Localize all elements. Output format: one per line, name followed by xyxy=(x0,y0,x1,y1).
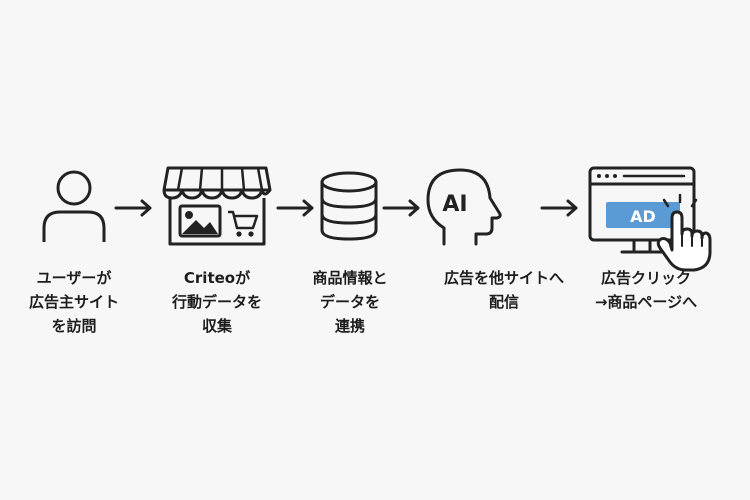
storefront-icon xyxy=(162,166,272,246)
arrow-right-icon xyxy=(540,199,578,217)
cart-icon xyxy=(228,210,259,237)
step-4-label: 広告を他サイトへ 配信 xyxy=(443,269,564,311)
step-2-label: Criteoが 行動データを 収集 xyxy=(171,269,262,335)
ad-text: AD xyxy=(630,207,656,226)
ai-text: AI xyxy=(442,192,467,217)
step-5-label: 広告クリック →商品ページへ xyxy=(594,269,698,311)
ai-head-icon: AI xyxy=(426,168,502,246)
step-1-label: ユーザーが 広告主サイト を訪問 xyxy=(28,269,119,335)
user-icon xyxy=(42,170,106,242)
arrow-right-icon xyxy=(114,199,152,217)
hand-pointer-icon xyxy=(656,193,712,272)
monitor-ad-click-icon: AD xyxy=(588,166,712,272)
database-icon xyxy=(320,171,378,241)
arrow-right-icon xyxy=(276,199,314,217)
image-icon xyxy=(178,204,222,238)
ad-banner xyxy=(606,202,680,228)
step-3-label: 商品情報と データを 連携 xyxy=(312,269,388,335)
arrow-right-icon xyxy=(382,199,420,217)
